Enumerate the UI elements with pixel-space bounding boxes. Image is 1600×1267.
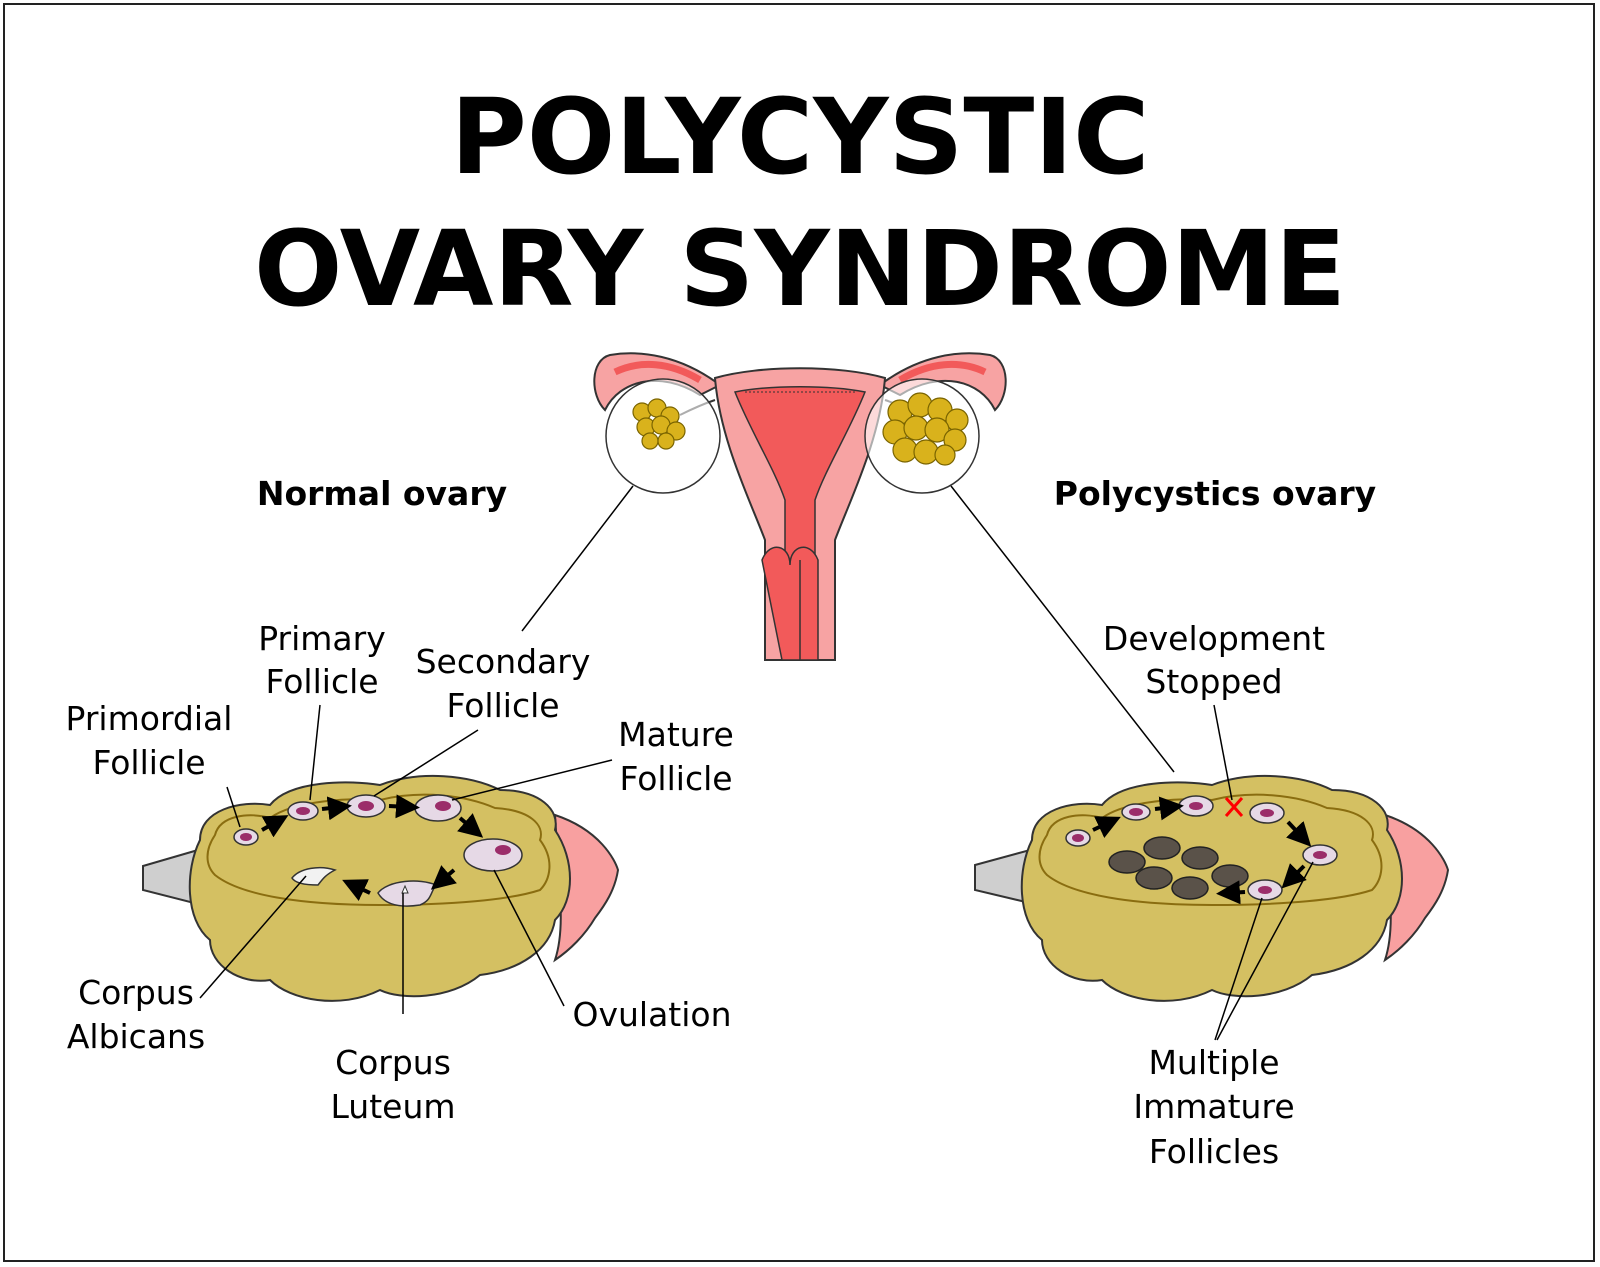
normal-ovary-inset [605, 378, 721, 494]
normal-connector-line [521, 485, 634, 632]
uterus-illustration [593, 352, 1007, 661]
label-primary-follicle-2: Follicle [265, 662, 378, 701]
title-line-2: OVARY SYNDROME [254, 208, 1346, 330]
normal-labels: Primary Follicle Secondary Follicle Prim… [66, 619, 734, 1126]
pcos-connector-line [950, 485, 1175, 773]
title-line-1: POLYCYSTIC [451, 76, 1150, 198]
label-secondary-follicle-2: Follicle [446, 686, 559, 725]
pcos-labels: Development Stopped Multiple Immature Fo… [1103, 619, 1325, 1171]
label-immature-follicles-2: Immature [1133, 1087, 1294, 1126]
label-mature-follicle-1: Mature [618, 715, 734, 754]
label-secondary-follicle-1: Secondary [416, 642, 591, 681]
label-immature-follicles-3: Follicles [1149, 1132, 1279, 1171]
label-corpus-albicans-2: Albicans [67, 1017, 205, 1056]
label-ovulation: Ovulation [572, 995, 731, 1034]
label-corpus-luteum-1: Corpus [335, 1043, 451, 1082]
normal-ovary-heading: Normal ovary [257, 474, 507, 513]
development-stopped-mark [1224, 797, 1244, 817]
label-primordial-follicle-1: Primordial [66, 699, 233, 738]
label-development-stopped-1: Development [1103, 619, 1325, 658]
polycystic-ovary-section [974, 774, 1450, 1002]
label-primordial-follicle-2: Follicle [92, 743, 205, 782]
normal-ovary-section [142, 774, 620, 1002]
label-corpus-albicans-1: Corpus [78, 973, 194, 1012]
label-primary-follicle-1: Primary [258, 619, 386, 658]
label-corpus-luteum-2: Luteum [330, 1087, 455, 1126]
polycystic-ovary-heading: Polycystics ovary [1054, 474, 1376, 513]
label-immature-follicles-1: Multiple [1148, 1043, 1279, 1082]
label-mature-follicle-2: Follicle [619, 759, 732, 798]
label-development-stopped-2: Stopped [1145, 662, 1282, 701]
polycystic-ovary-inset [864, 378, 980, 494]
